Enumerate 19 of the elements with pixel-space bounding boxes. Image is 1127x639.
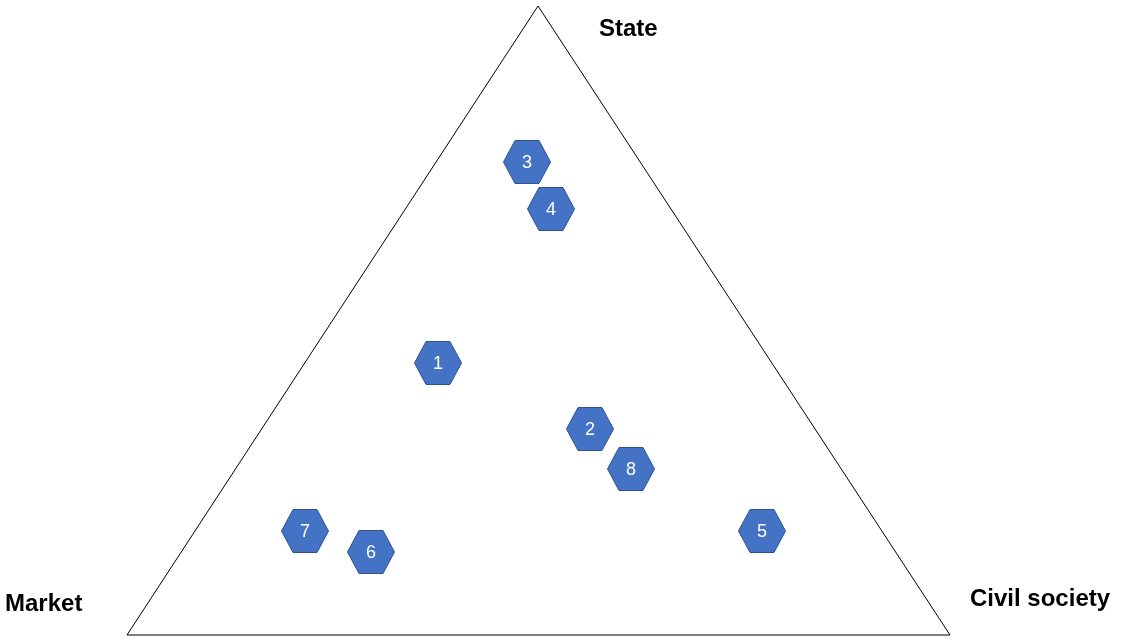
- marker-number: 4: [546, 197, 556, 221]
- hexagon-marker: [347, 530, 395, 574]
- hexagon-marker: [607, 447, 655, 491]
- vertex-label: Market: [5, 588, 83, 618]
- marker-number: 8: [626, 457, 636, 481]
- hexagon-marker: [527, 187, 575, 231]
- marker-number: 3: [522, 150, 532, 174]
- marker-number: 7: [300, 519, 310, 543]
- marker-number: 6: [366, 540, 376, 564]
- marker-number: 2: [585, 417, 595, 441]
- marker-number: 5: [757, 519, 767, 543]
- hexagon-marker: [566, 407, 614, 451]
- vertex-label: State: [599, 13, 658, 43]
- hexagon-marker: [503, 140, 551, 184]
- hexagon-marker: [414, 341, 462, 385]
- vertex-label: Civil society: [970, 583, 1111, 613]
- hexagon-marker: [281, 509, 329, 553]
- marker-number: 1: [433, 351, 443, 375]
- hexagon-marker: [738, 509, 786, 553]
